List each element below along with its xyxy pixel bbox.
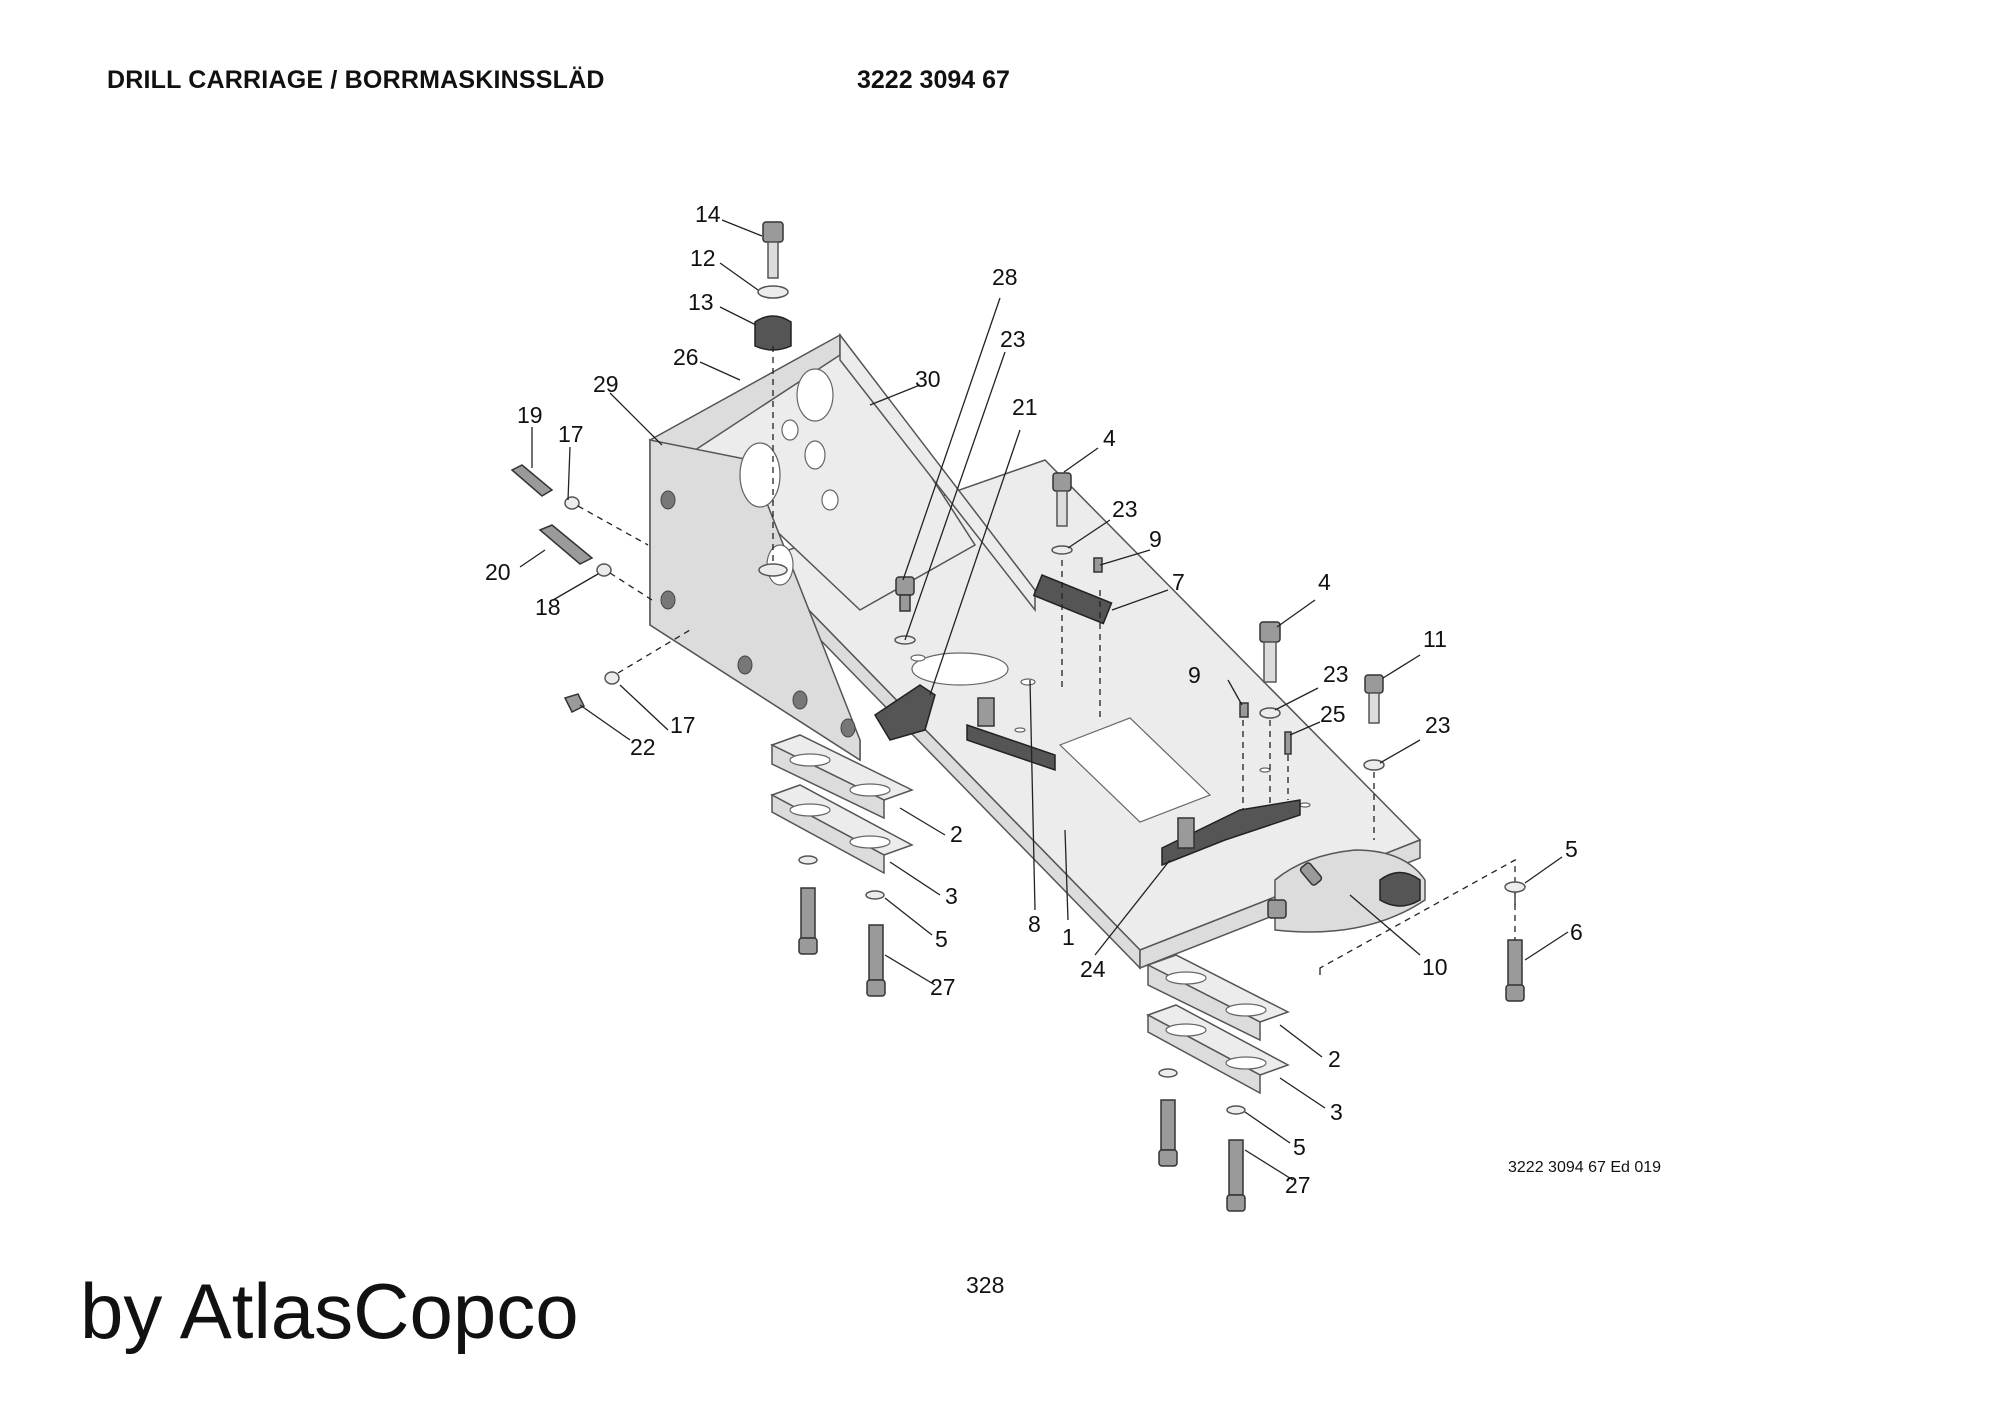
page-number: 328 — [966, 1272, 1005, 1298]
callout-5: 5 — [935, 926, 948, 952]
callout-28: 28 — [992, 264, 1018, 290]
callout-25: 25 — [1320, 701, 1346, 727]
callout-11: 11 — [1423, 626, 1447, 652]
callout-29: 29 — [593, 371, 619, 397]
callout-27: 27 — [1285, 1172, 1311, 1198]
callout-17: 17 — [558, 421, 584, 447]
callout-27: 27 — [930, 974, 956, 1000]
callout-14: 14 — [695, 201, 721, 227]
callout-4: 4 — [1318, 569, 1331, 595]
callout-23: 23 — [1000, 326, 1026, 352]
callout-22: 22 — [630, 734, 656, 760]
edition-code: 3222 3094 67 Ed 019 — [1508, 1159, 1662, 1176]
callout-5: 5 — [1565, 836, 1578, 862]
callout-9: 9 — [1188, 662, 1201, 688]
callout-10: 10 — [1422, 954, 1448, 980]
callout-2: 2 — [950, 821, 963, 847]
callout-3: 3 — [945, 883, 958, 909]
callout-30: 30 — [915, 366, 941, 392]
side-bolts — [510, 464, 691, 714]
callout-21: 21 — [1012, 394, 1038, 420]
callout-17: 17 — [670, 712, 696, 738]
callout-8: 8 — [1028, 911, 1041, 937]
mid-hardware — [873, 472, 1113, 772]
right-clamp-plates — [1146, 954, 1290, 1212]
callout-13: 13 — [688, 289, 714, 315]
callout-4: 4 — [1103, 425, 1116, 451]
leader-lines — [519, 219, 1569, 1181]
callout-9: 9 — [1149, 526, 1162, 552]
front-bracket — [648, 332, 1036, 762]
callout-2: 2 — [1328, 1046, 1341, 1072]
callout-labels: 14 12 13 26 29 30 28 23 21 19 17 4 23 9 … — [485, 201, 1583, 1198]
callout-18: 18 — [535, 594, 561, 620]
callout-12: 12 — [690, 245, 716, 271]
callout-23: 23 — [1323, 661, 1349, 687]
left-clamp-plates — [770, 734, 914, 997]
rear-bracket — [1267, 849, 1526, 1002]
callout-1: 1 — [1062, 924, 1075, 950]
callout-24: 24 — [1080, 956, 1106, 982]
callout-23: 23 — [1112, 496, 1138, 522]
top-bolt-assembly — [754, 221, 792, 577]
part-number: 3222 3094 67 — [857, 66, 1010, 94]
callout-26: 26 — [673, 344, 699, 370]
callout-5: 5 — [1293, 1134, 1306, 1160]
watermark: by AtlasCopco — [80, 1267, 579, 1355]
callout-7: 7 — [1172, 569, 1185, 595]
callout-3: 3 — [1330, 1099, 1343, 1125]
page-title: DRILL CARRIAGE / BORRMASKINSSLÄD — [107, 66, 605, 94]
callout-6: 6 — [1570, 919, 1583, 945]
callout-23: 23 — [1425, 712, 1451, 738]
callout-20: 20 — [485, 559, 511, 585]
right-hardware — [1161, 621, 1385, 867]
callout-19: 19 — [517, 402, 543, 428]
